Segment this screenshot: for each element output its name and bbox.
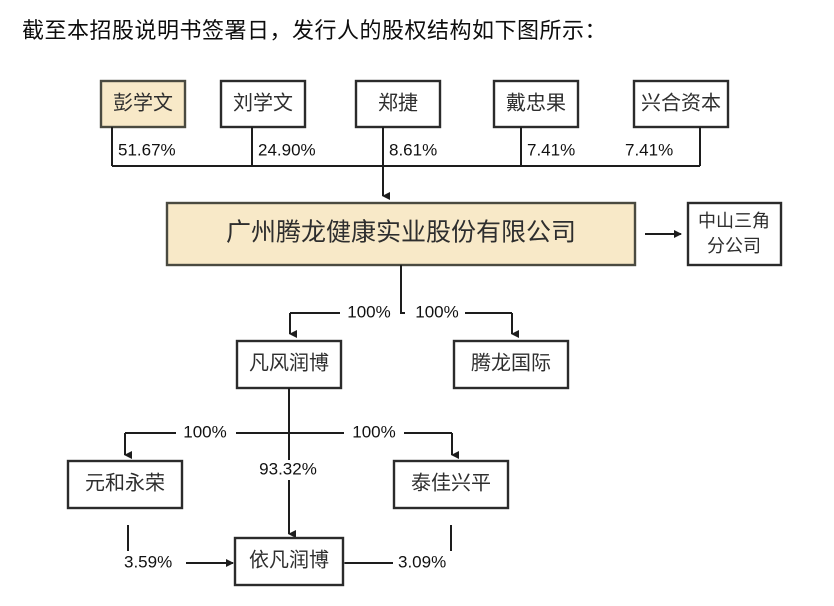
subsidiary-label-fanfeng-runbo: 凡风润博 [249, 352, 329, 375]
percent-label-fanfeng-to-yifan: 93.32% [259, 459, 317, 478]
subsidiary-box-fanfeng-runbo[interactable] [235, 339, 343, 390]
subsidiary-node-taijia-xingping[interactable]: 泰佳兴平 [392, 459, 510, 510]
percent-label-tenglong-guoji: 100% [415, 302, 458, 321]
shareholder-node-dai-zhongguo[interactable]: 戴忠果 [492, 79, 580, 129]
shareholder-label-peng-xuewen: 彭学文 [113, 92, 173, 115]
subsidiary-box-tenglong-guoji[interactable] [452, 339, 570, 390]
tier1-connector-group: 51.67% 24.90% 8.61% 7.41% 7.41% [111, 127, 701, 200]
subsidiary-label-taijia-xingping: 泰佳兴平 [411, 472, 491, 495]
shareholder-box-zheng-jie[interactable] [354, 79, 442, 129]
shareholder-box-dai-zhongguo[interactable] [492, 79, 580, 129]
branch-node-zhongshan-sanjiao[interactable]: 中山三角 分公司 [686, 201, 783, 267]
subsidiary-label-tenglong-guoji: 腾龙国际 [471, 352, 551, 375]
percent-label-yuanhe-yongrong: 100% [183, 422, 226, 441]
percent-label-liu-xuewen: 24.90% [258, 140, 316, 159]
subsidiary-box-yuanhe-yongrong[interactable] [66, 459, 184, 510]
shareholder-node-xinghe-ziben[interactable]: 兴合资本 [632, 79, 730, 129]
shareholder-node-peng-xuewen[interactable]: 彭学文 [99, 79, 187, 129]
shareholder-label-dai-zhongguo: 戴忠果 [506, 92, 566, 115]
issuer-label: 广州腾龙健康实业股份有限公司 [226, 219, 576, 247]
shareholder-node-zheng-jie[interactable]: 郑捷 [354, 79, 442, 129]
tier4-center-label-backdrop [249, 460, 325, 480]
subsidiary-node-yifan-runbo[interactable]: 依凡润博 [233, 536, 345, 587]
shareholder-box-xinghe-ziben[interactable] [632, 79, 730, 129]
percent-label-dai-zhongguo: 7.41% [527, 140, 575, 159]
percent-label-taijia-to-yifan: 3.09% [398, 552, 446, 571]
shareholder-label-xinghe-ziben: 兴合资本 [641, 92, 721, 115]
percent-label-zheng-jie: 8.61% [389, 140, 437, 159]
shareholder-label-zheng-jie: 郑捷 [378, 92, 418, 115]
percent-label-taijia-xingping: 100% [352, 422, 395, 441]
shareholder-label-liu-xuewen: 刘学文 [233, 92, 293, 115]
issuer-box[interactable] [165, 201, 637, 267]
subsidiary-node-yuanhe-yongrong[interactable]: 元和永荣 [66, 459, 184, 510]
tier2-left-label-backdrop [340, 303, 400, 323]
shareholder-node-liu-xuewen[interactable]: 刘学文 [219, 79, 307, 129]
intro-paragraph: 截至本招股说明书签署日，发行人的股权结构如下图所示： [22, 18, 608, 43]
percent-label-yuanhe-to-yifan: 3.59% [124, 552, 172, 571]
tier3-left-label-backdrop [176, 423, 236, 443]
subsidiary-box-yifan-runbo[interactable] [233, 536, 345, 587]
percent-label-peng-xuewen: 51.67% [118, 140, 176, 159]
subsidiary-box-taijia-xingping[interactable] [392, 459, 510, 510]
tier2-connector-group: 100% 100% [289, 265, 519, 338]
shareholder-box-peng-xuewen[interactable] [99, 79, 187, 129]
subsidiary-node-tenglong-guoji[interactable]: 腾龙国际 [452, 339, 570, 390]
branch-box-zhongshan-sanjiao[interactable] [686, 201, 783, 267]
percent-label-xinghe-ziben: 7.41% [625, 140, 673, 159]
subsidiary-label-yifan-runbo: 依凡润博 [249, 549, 329, 572]
tier1-shareholder-group: 彭学文 刘学文 郑捷 戴忠果 兴合资本 [99, 79, 730, 129]
tier2-right-label-backdrop [405, 303, 465, 323]
tier3-right-label-backdrop [344, 423, 404, 443]
branch-label-line2: 分公司 [707, 236, 761, 256]
issuer-node[interactable]: 广州腾龙健康实业股份有限公司 [165, 201, 637, 267]
percent-label-fanfeng-runbo: 100% [347, 302, 390, 321]
subsidiary-label-yuanhe-yongrong: 元和永荣 [85, 472, 165, 495]
tier4-connector-group: 93.32% 3.59% 3.09% [124, 459, 452, 571]
tier3-connector-group: 100% 100% [124, 388, 459, 472]
branch-label-line1: 中山三角 [698, 211, 770, 231]
subsidiary-node-fanfeng-runbo[interactable]: 凡风润博 [235, 339, 343, 390]
shareholder-box-liu-xuewen[interactable] [219, 79, 307, 129]
